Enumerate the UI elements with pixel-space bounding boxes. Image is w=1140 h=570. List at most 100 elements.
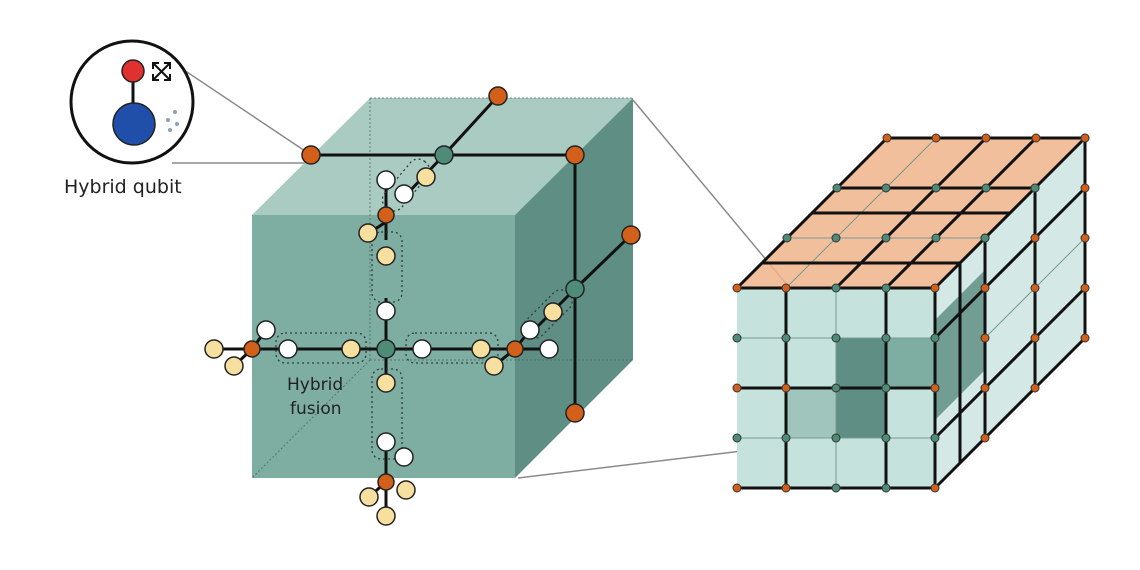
lattice-node <box>831 333 841 343</box>
lattice-node <box>930 283 940 293</box>
yellow-node <box>484 356 504 376</box>
yellow-node <box>204 339 224 359</box>
yellow-node <box>376 506 396 526</box>
lattice-node <box>881 233 891 243</box>
red-dot <box>121 59 145 83</box>
orange-node <box>377 206 395 224</box>
dark-cell <box>786 388 836 438</box>
white-node <box>539 339 559 359</box>
lattice-node <box>1030 333 1040 343</box>
teal-node <box>434 145 454 165</box>
white-node <box>394 447 414 467</box>
lattice-node <box>931 233 941 243</box>
lattice-node <box>881 183 891 193</box>
orange-node <box>506 340 524 358</box>
teal-node <box>376 339 396 359</box>
white-node <box>376 432 396 452</box>
cube-nodes <box>204 86 641 526</box>
hybrid-qubit-inset-icon <box>69 39 195 165</box>
lattice-node <box>832 183 842 193</box>
lattice-node <box>1080 233 1090 243</box>
lattice-node <box>781 433 791 443</box>
lattice-node <box>980 333 990 343</box>
lattice-node <box>831 283 841 293</box>
orange-node <box>301 145 321 165</box>
lattice-node <box>781 333 791 343</box>
white-node <box>376 170 396 190</box>
lattice-node <box>931 183 941 193</box>
lattice-node <box>881 433 891 443</box>
lattice-node <box>782 233 792 243</box>
lattice-node <box>980 233 990 243</box>
teal-node <box>565 279 585 299</box>
hybrid-fusion-label-line1: Hybrid <box>287 375 343 395</box>
yellow-node <box>376 373 396 393</box>
yellow-node <box>341 339 361 359</box>
lattice-node <box>831 383 841 393</box>
lattice-node <box>980 283 990 293</box>
lattice-node <box>881 333 891 343</box>
hybrid-qubit-label: Hybrid qubit <box>64 176 182 198</box>
yellow-node <box>359 487 379 507</box>
lattice-nodes <box>732 133 1090 493</box>
yellow-node <box>416 167 436 187</box>
white-node <box>256 320 276 340</box>
lattice-node <box>881 283 891 293</box>
four-way-arrows-icon <box>152 62 171 81</box>
lattice-node <box>1030 383 1040 393</box>
blue-dot <box>112 102 156 146</box>
lattice-node <box>931 133 941 143</box>
hybrid-fusion-label-line2: fusion <box>290 399 342 419</box>
lattice-node <box>781 383 791 393</box>
lattice-node <box>1080 183 1090 193</box>
lattice-node <box>732 433 742 443</box>
lattice-node <box>1030 183 1040 193</box>
lattice-node <box>980 433 990 443</box>
lattice-node <box>881 483 891 493</box>
white-node <box>278 339 298 359</box>
white-node <box>520 320 540 340</box>
lattice-node <box>831 233 841 243</box>
lattice-node <box>981 133 991 143</box>
lattice-node <box>882 133 892 143</box>
orange-node <box>565 145 585 165</box>
orange-node <box>488 86 508 106</box>
lattice-node <box>980 383 990 393</box>
lattice-node <box>1031 133 1041 143</box>
lattice-node <box>1080 283 1090 293</box>
white-node <box>376 301 396 321</box>
lattice-node <box>732 383 742 393</box>
lattice-node <box>831 483 841 493</box>
lattice-node <box>930 433 940 443</box>
lattice-node <box>930 333 940 343</box>
lattice-node <box>781 283 791 293</box>
yellow-node <box>376 246 396 266</box>
yellow-node <box>358 223 378 243</box>
yellow-node <box>224 356 244 376</box>
lattice-node <box>930 483 940 493</box>
lattice-node <box>1030 233 1040 243</box>
orange-node <box>377 473 395 491</box>
yellow-node <box>543 302 563 322</box>
lattice-node <box>732 333 742 343</box>
lattice-node <box>1080 333 1090 343</box>
lattice-node <box>1080 133 1090 143</box>
lattice-node <box>1030 283 1040 293</box>
lattice-node <box>732 483 742 493</box>
lattice-node <box>732 283 742 293</box>
dark-cell <box>886 338 936 388</box>
white-node <box>412 339 432 359</box>
orange-node <box>565 403 585 423</box>
white-node <box>394 184 414 204</box>
lattice-node <box>881 383 891 393</box>
lattice-node <box>781 483 791 493</box>
yellow-node <box>396 480 416 500</box>
orange-node <box>243 340 261 358</box>
lattice-node <box>831 433 841 443</box>
lattice-node <box>930 383 940 393</box>
orange-node <box>621 225 641 245</box>
yellow-node <box>471 339 491 359</box>
lattice-node <box>981 183 991 193</box>
lattice-edges <box>735 136 1087 490</box>
